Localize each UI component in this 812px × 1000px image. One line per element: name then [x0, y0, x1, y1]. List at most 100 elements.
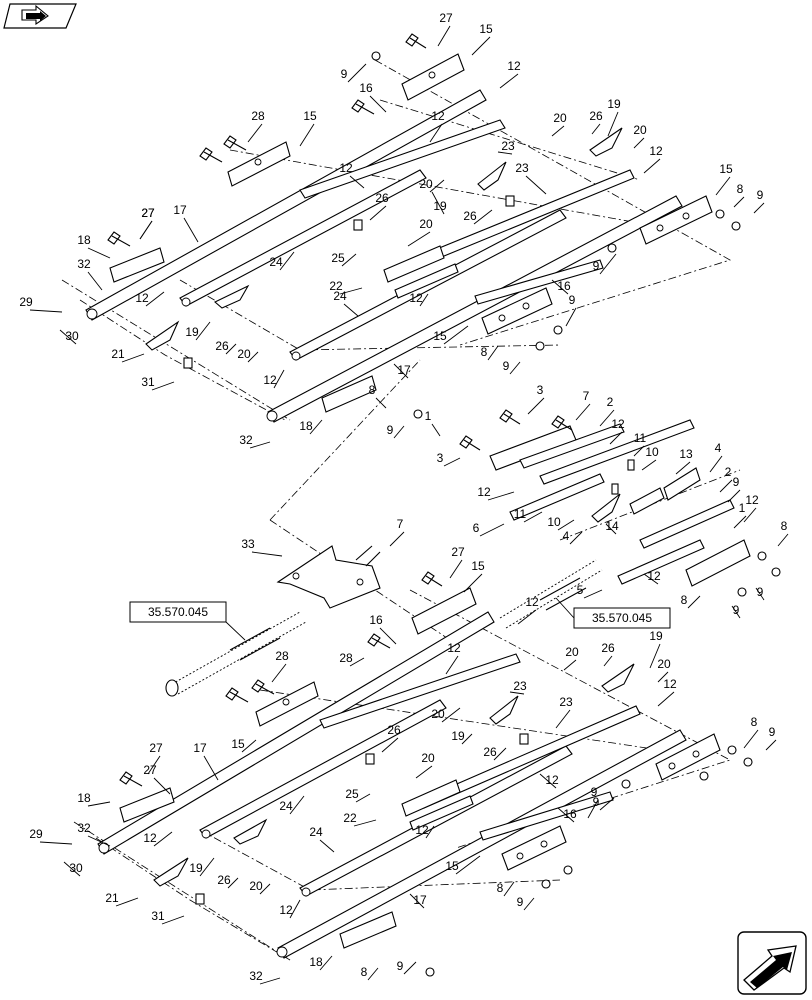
- callout-number: 19: [607, 97, 621, 111]
- callout-number: 12: [477, 485, 491, 499]
- callout-number: 26: [217, 873, 231, 887]
- callout-number: 10: [547, 515, 561, 529]
- callout-leader: [753, 202, 765, 214]
- callout-number: 17: [173, 203, 187, 217]
- callout-number: 30: [65, 329, 79, 343]
- callout-number: 32: [77, 821, 91, 835]
- reference-box-right[interactable]: 35.570.045: [555, 597, 671, 629]
- callout-leader: [437, 25, 451, 47]
- callout-leader: [279, 251, 295, 271]
- callout-leader: [455, 855, 481, 875]
- callout-number: 15: [445, 859, 459, 873]
- callout-leader: [509, 691, 525, 695]
- callout-number: 20: [553, 111, 567, 125]
- callout-number: 8: [681, 593, 688, 607]
- callout-number: 9: [503, 359, 510, 373]
- callout-number: 17: [413, 893, 427, 907]
- callout-leader: [443, 325, 469, 345]
- callout-leader: [657, 671, 669, 683]
- previous-page-icon[interactable]: [3, 3, 77, 29]
- callout-number: 32: [239, 433, 253, 447]
- callout-number: 28: [275, 649, 289, 663]
- callout-number: 8: [481, 345, 488, 359]
- callout-leader: [121, 353, 145, 363]
- callout-leader: [251, 551, 283, 557]
- callout-number: 20: [657, 657, 671, 671]
- callout-number: 20: [565, 645, 579, 659]
- callout-leader: [341, 253, 357, 267]
- callout-leader: [569, 531, 583, 545]
- callout-leader: [523, 511, 543, 523]
- callout-number: 15: [231, 737, 245, 751]
- callout-number: 8: [369, 383, 376, 397]
- callout-leader: [649, 643, 661, 669]
- callout-number: 25: [345, 787, 359, 801]
- callout-leader: [347, 63, 367, 83]
- callout-leader: [389, 531, 405, 547]
- callout-leader: [643, 573, 659, 585]
- callout-number: 15: [719, 162, 733, 176]
- callout-number: 18: [77, 791, 91, 805]
- callout-leader: [431, 191, 445, 215]
- callout-leader: [147, 755, 161, 775]
- callout-leader: [153, 777, 171, 795]
- reference-box-left[interactable]: 35.570.045: [129, 601, 246, 641]
- callout-number: 9: [569, 293, 576, 307]
- callout-leader: [271, 663, 287, 683]
- callout-leader: [487, 345, 499, 361]
- callout-number: 27: [451, 545, 465, 559]
- next-page-icon[interactable]: [737, 931, 807, 995]
- callout-leader: [497, 151, 513, 155]
- callout-leader: [369, 205, 387, 221]
- callout-leader: [87, 835, 111, 847]
- callout-leader: [379, 627, 397, 645]
- callout-number: 12: [409, 291, 423, 305]
- callout-leader: [463, 573, 483, 593]
- callout-leader: [657, 691, 675, 707]
- callout-number: 26: [601, 641, 615, 655]
- callout-number: 26: [463, 209, 477, 223]
- callout-number: 9: [341, 67, 348, 81]
- callout-leader: [709, 455, 723, 473]
- callout-number: 9: [387, 423, 394, 437]
- callout-number: 20: [419, 177, 433, 191]
- callout-number: 23: [501, 139, 515, 153]
- callout-number: 12: [545, 773, 559, 787]
- callout-number: 23: [559, 695, 573, 709]
- callout-number: 7: [583, 389, 590, 403]
- callout-leader: [687, 595, 701, 609]
- callout-leader: [87, 801, 111, 807]
- callout-leader: [633, 445, 645, 457]
- callout-number: 1: [739, 501, 746, 515]
- callout-leader: [591, 123, 601, 135]
- callout-number: 32: [77, 257, 91, 271]
- callout-number: 12: [135, 291, 149, 305]
- callout-leader: [509, 361, 521, 375]
- callout-number: 18: [309, 955, 323, 969]
- callout-number: 9: [733, 475, 740, 489]
- callout-leader: [641, 459, 657, 471]
- callout-leader: [393, 425, 405, 439]
- callout-leader: [339, 287, 363, 295]
- callout-leader: [353, 819, 377, 827]
- lower-frame-assembly: [73, 571, 753, 977]
- callout-leader: [299, 123, 315, 147]
- callout-number: 9: [593, 259, 600, 273]
- callout-leader: [203, 755, 219, 781]
- callout-leader: [555, 709, 571, 729]
- callout-leader: [249, 441, 271, 449]
- callout-leader: [139, 220, 153, 240]
- callout-leader: [441, 707, 461, 723]
- callout-leader: [115, 897, 139, 907]
- callout-number: 12: [263, 373, 277, 387]
- callout-leader: [675, 461, 691, 475]
- callout-leader: [419, 293, 429, 307]
- callout-number: 20: [249, 879, 263, 893]
- callout-number: 27: [141, 206, 155, 220]
- callout-number: 8: [737, 182, 744, 196]
- callout-number: 8: [751, 715, 758, 729]
- callout-leader: [503, 881, 515, 897]
- callout-number: 22: [343, 811, 357, 825]
- callout-leader: [551, 279, 569, 295]
- callout-leader: [575, 403, 591, 421]
